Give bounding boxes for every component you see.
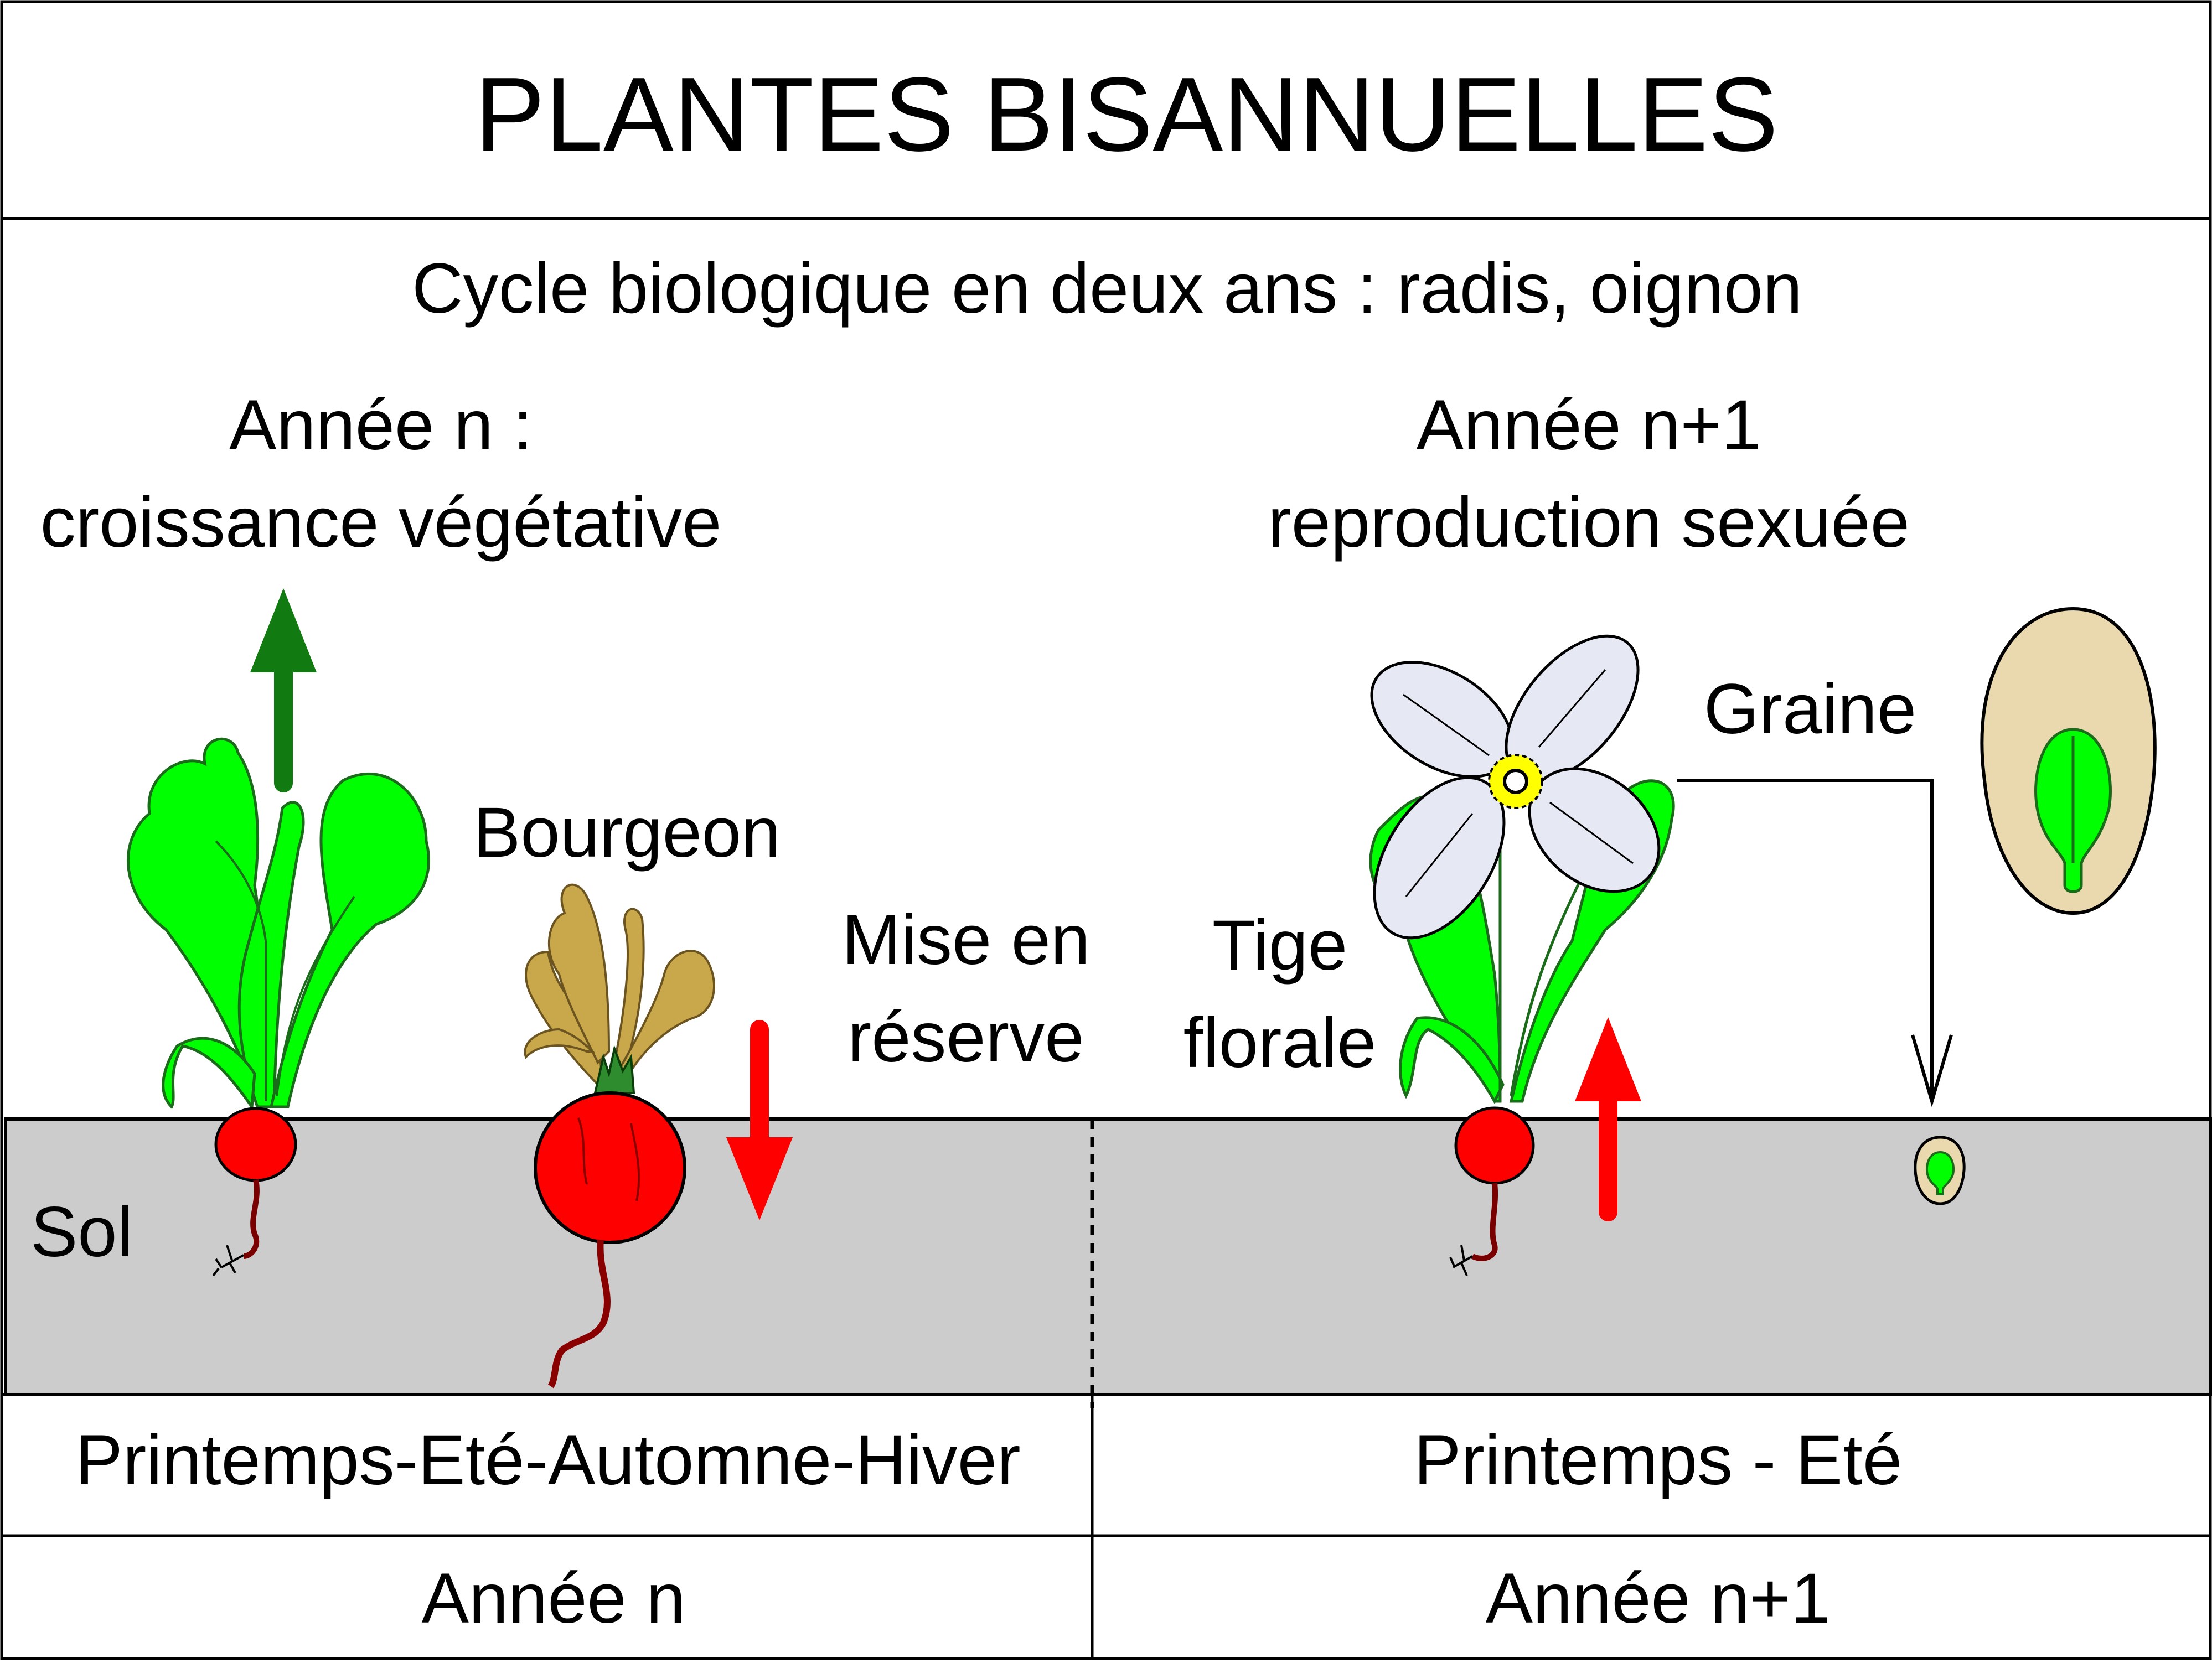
graine-pointer	[1677, 779, 1953, 1107]
sol-label: Sol	[30, 1193, 133, 1272]
year-n1-heading-line1: Année n+1	[1417, 386, 1761, 465]
season-left: Printemps-Eté-Automne-Hiver	[75, 1421, 1020, 1500]
mise-en-reserve-line2: réserve	[848, 998, 1084, 1077]
mature-radish	[524, 883, 715, 1389]
mise-en-reserve-line1: Mise en	[842, 900, 1090, 980]
bourgeon-label: Bourgeon	[473, 793, 781, 872]
reserve-arrow	[726, 1020, 793, 1220]
year-left: Année n	[422, 1559, 686, 1638]
page-title: PLANTES BISANNUELLES	[475, 56, 1779, 173]
flowering-plant	[1369, 634, 1675, 1276]
seed-large	[1980, 607, 2157, 915]
subtitle: Cycle biologique en deux ans : radis, oi…	[412, 249, 1802, 328]
year-n-heading-line1: Année n :	[229, 386, 533, 465]
season-right: Printemps - Eté	[1414, 1421, 1902, 1500]
year-n-heading-line2: croissance végétative	[40, 483, 722, 562]
year-n1-heading-line2: reproduction sexuée	[1268, 483, 1910, 562]
soil-band	[4, 1117, 2212, 1408]
graine-label: Graine	[1704, 670, 1916, 749]
year-right: Année n+1	[1486, 1559, 1831, 1638]
tige-florale-line1: Tige	[1212, 906, 1347, 985]
tige-florale-line2: florale	[1183, 1003, 1377, 1082]
growth-arrow	[250, 588, 317, 792]
seed-small	[1914, 1136, 1966, 1205]
flowering-arrow	[1575, 1017, 1641, 1221]
young-radish-plant	[126, 737, 430, 1277]
